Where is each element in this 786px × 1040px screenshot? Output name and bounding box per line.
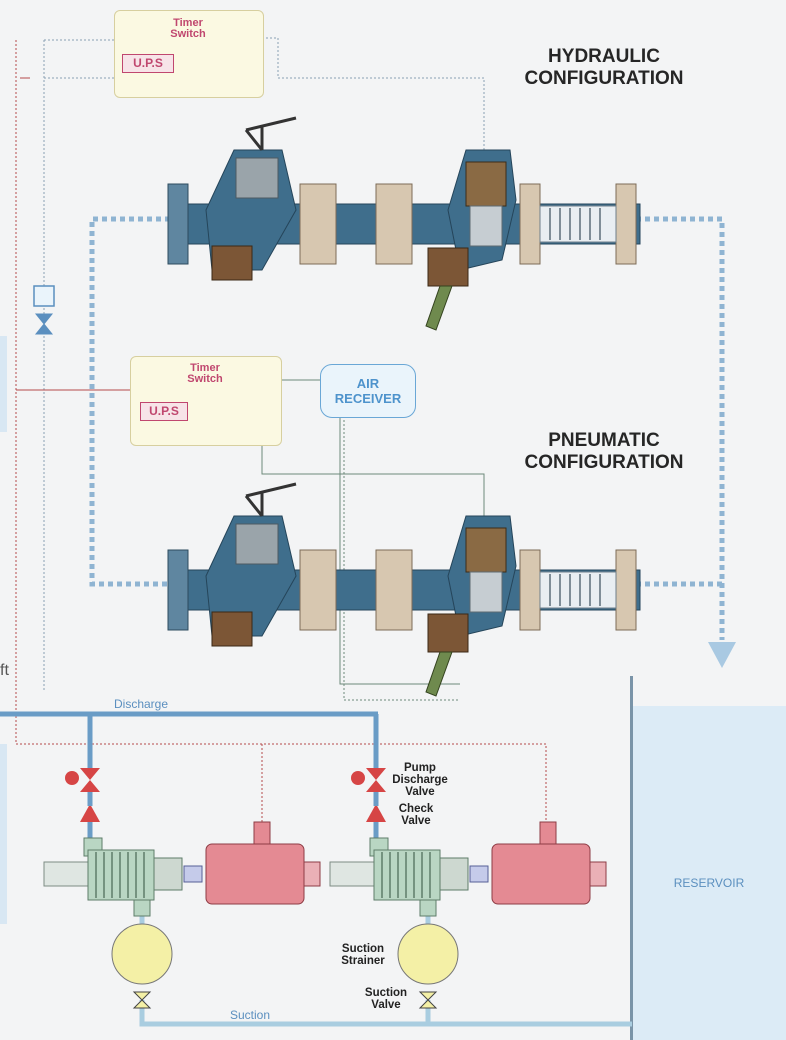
hydraulic-valve-assembly	[168, 118, 640, 330]
suction-valve-label: Suction Valve	[360, 987, 412, 1011]
hydraulic-timer-switch-label: Timer Switch	[160, 18, 216, 40]
pneumatic-ups-box: U.P.S	[140, 402, 188, 421]
pneumatic-config-title: PNEUMATIC CONFIGURATION	[484, 430, 724, 474]
check-valve-label: Check Valve	[390, 803, 442, 827]
pump-discharge-valve-label: Pump Discharge Valve	[390, 762, 450, 798]
discharge-valve-icon	[366, 768, 386, 792]
discharge-header	[0, 714, 378, 768]
air-receiver: AIR RECEIVER	[320, 364, 416, 418]
pump-set-2	[330, 768, 606, 1008]
check-valve-icon	[80, 804, 100, 822]
suction-strainer-icon	[112, 924, 172, 984]
discharge-valve-icon	[80, 768, 100, 792]
needle-valve-icon	[36, 314, 52, 334]
pump-set-1	[44, 768, 320, 1008]
suction-valve-icon	[420, 992, 436, 1008]
check-valve-icon	[366, 804, 386, 822]
suction-strainer-label: Suction Strainer	[334, 943, 392, 967]
suction-line-label: Suction	[230, 1008, 270, 1022]
pneumatic-timer-switch-label: Timer Switch	[176, 363, 234, 385]
hydraulic-config-title: HYDRAULIC CONFIGURATION	[484, 46, 724, 90]
return-arrow-icon	[708, 642, 736, 668]
pressure-switch-icon	[34, 286, 54, 306]
suction-strainer-icon	[398, 924, 458, 984]
discharge-line-label: Discharge	[114, 697, 168, 711]
pneumatic-valve-assembly	[168, 484, 640, 696]
suction-valve-icon	[134, 992, 150, 1008]
hydraulic-ups-box: U.P.S	[122, 54, 174, 73]
